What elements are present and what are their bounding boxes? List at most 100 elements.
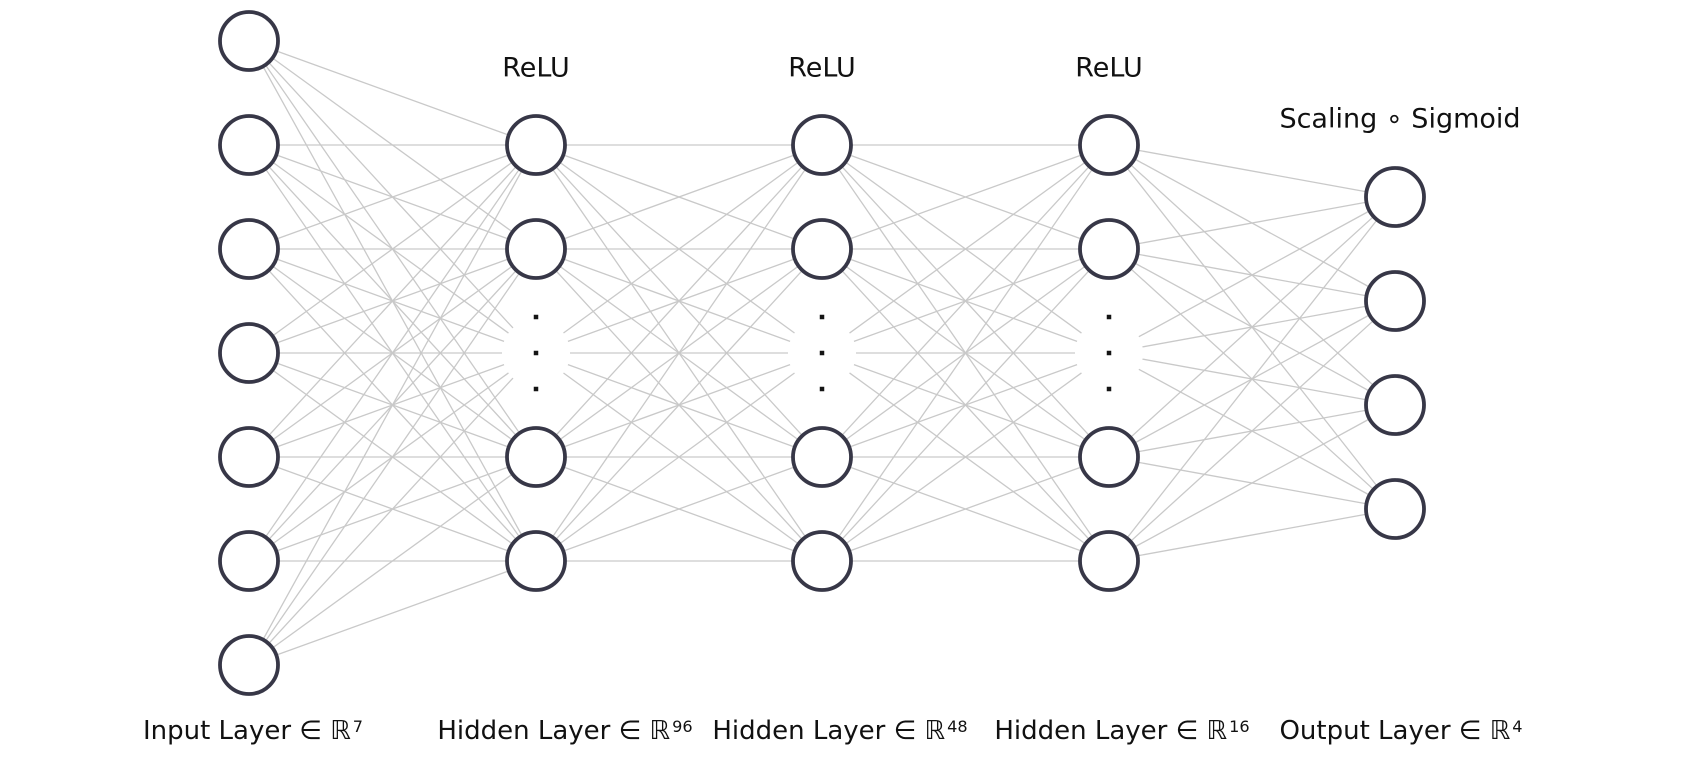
connection-edge: [272, 162, 513, 336]
connection-edge: [1127, 220, 1377, 538]
connection-edge: [567, 364, 795, 448]
ellipsis-dot: [819, 386, 825, 392]
connection-edge: [265, 273, 520, 641]
connection-edge: [563, 466, 795, 552]
connection-edge: [567, 258, 795, 342]
connection-edge: [563, 364, 791, 448]
connection-edge: [838, 169, 1093, 537]
connection-edge: [1142, 305, 1366, 348]
connection-edge: [845, 162, 1082, 334]
connection-edge: [1138, 210, 1369, 338]
connection-edge: [272, 162, 509, 334]
neuron-node: [1364, 478, 1426, 540]
connection-edge: [552, 169, 806, 537]
connection-edge: [1138, 201, 1366, 245]
connection-edge: [1130, 320, 1374, 542]
neuron-node: [1078, 426, 1140, 488]
connection-edge: [559, 372, 795, 544]
connection-edge: [849, 466, 1082, 552]
connection-edge: [1135, 418, 1369, 548]
ellipsis-dot: [819, 314, 825, 320]
connection-edge: [563, 372, 799, 544]
neuron-node: [505, 218, 567, 280]
neuron-node: [791, 218, 853, 280]
neuron-node: [218, 10, 280, 72]
connection-edge: [276, 363, 505, 448]
connection-edge: [849, 258, 1078, 343]
neuron-node: [1078, 530, 1140, 592]
edges-group: [262, 50, 1377, 656]
layer-label-hidden-1-superscript: 96: [672, 717, 693, 737]
connection-edge: [276, 570, 509, 656]
connection-edge: [276, 50, 509, 136]
layer-label-input-text: Input Layer ∈ ℝ: [142, 716, 351, 746]
layer-label-hidden-2-superscript: 48: [947, 717, 968, 737]
connection-edge: [276, 154, 509, 240]
connection-edge: [849, 372, 1086, 544]
connection-edge: [849, 154, 1082, 240]
connection-edge: [845, 372, 1082, 544]
ellipsis-dot: [1106, 386, 1112, 392]
ellipsis-dot: [533, 350, 539, 356]
connection-edge: [853, 363, 1082, 448]
connection-edge: [559, 162, 795, 334]
neuron-node: [218, 426, 280, 488]
activation-label-hidden-3: ReLU: [1075, 52, 1143, 84]
layer-label-hidden-3-text: Hidden Layer ∈ ℝ: [994, 716, 1228, 746]
connection-edge: [268, 166, 517, 436]
neuron-node: [218, 322, 280, 384]
ellipsis-dot: [533, 314, 539, 320]
neuron-node: [1364, 270, 1426, 332]
layer-label-output-superscript: 4: [1512, 717, 1523, 737]
neuron-node: [505, 114, 567, 176]
connection-edge: [841, 166, 1090, 436]
neuron-node: [1078, 218, 1140, 280]
connection-edge: [1138, 149, 1366, 193]
connection-edge: [555, 270, 803, 540]
layer-label-hidden-3-superscript: 16: [1229, 717, 1250, 737]
neuron-node: [1078, 114, 1140, 176]
connection-edge: [849, 162, 1086, 334]
connection-edge: [1142, 358, 1366, 401]
neuron-node: [218, 114, 280, 176]
layer-label-output-text: Output Layer ∈ ℝ: [1279, 716, 1511, 746]
neuron-node: [505, 530, 567, 592]
connection-edge: [262, 170, 523, 640]
connection-edge: [268, 62, 514, 329]
neuron-node: [218, 530, 280, 592]
neuron-node: [791, 114, 853, 176]
connection-edge: [563, 162, 799, 334]
connection-edge: [849, 363, 1078, 448]
connection-edge: [841, 270, 1090, 540]
layer-label-hidden-1-text: Hidden Layer ∈ ℝ: [437, 716, 671, 746]
layer-label-input-superscript: 7: [352, 717, 364, 737]
ellipsis-dot: [1106, 314, 1112, 320]
ellipsis-dot: [1106, 350, 1112, 356]
connection-edge: [272, 372, 509, 544]
nodes-group: [218, 10, 1426, 696]
neuron-node: [1364, 374, 1426, 436]
activation-label-output: Scaling ∘ Sigmoid: [1279, 103, 1521, 135]
activation-label-hidden-1: ReLU: [502, 52, 570, 84]
ellipsis-dot: [533, 386, 539, 392]
activation-label-hidden-2: ReLU: [788, 52, 856, 84]
connection-edge: [272, 474, 513, 648]
neuron-node: [791, 530, 853, 592]
connection-edge: [268, 377, 514, 644]
connection-edge: [563, 154, 795, 240]
ellipsis-dots-group: [533, 314, 1112, 392]
connection-edge: [1138, 513, 1366, 557]
connection-edge: [563, 258, 791, 342]
neuron-node: [218, 218, 280, 280]
connection-edge: [1138, 368, 1369, 496]
connection-edge: [265, 169, 520, 537]
neuron-node: [218, 634, 280, 696]
neuron-node: [1364, 166, 1426, 228]
neuron-node: [791, 426, 853, 488]
